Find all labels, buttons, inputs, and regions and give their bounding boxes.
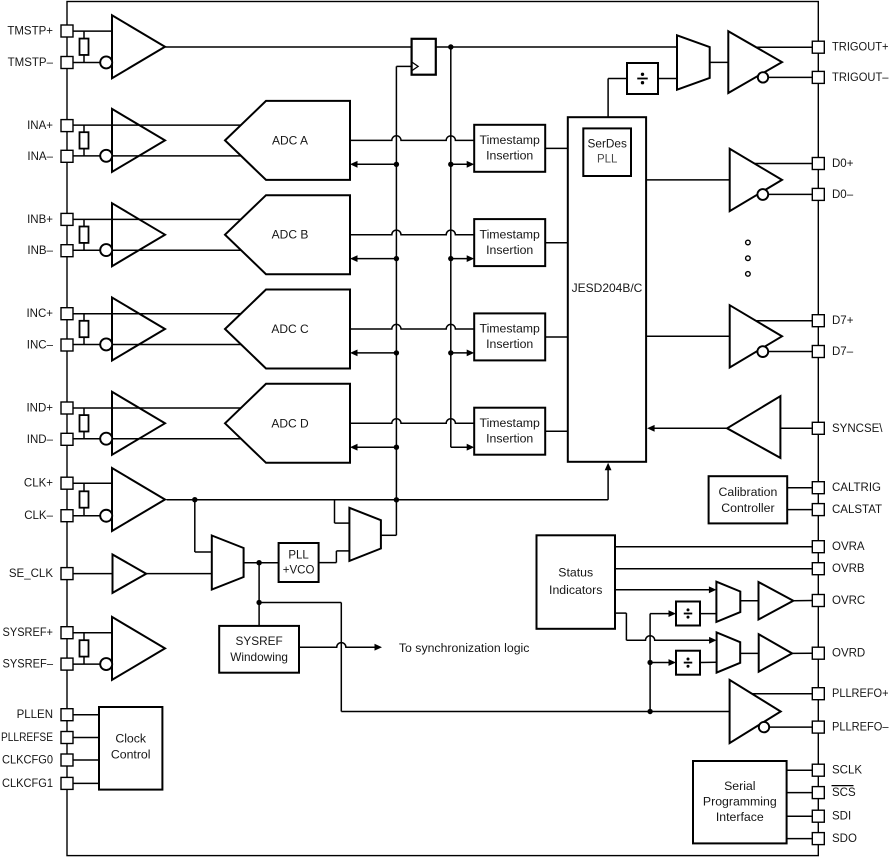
svg-text:Serial: Serial (724, 779, 755, 793)
svg-text:Insertion: Insertion (486, 337, 533, 351)
svg-text:SYSREF–: SYSREF– (3, 659, 54, 671)
svg-text:INA–: INA– (27, 151, 53, 163)
svg-text:D7+: D7+ (832, 315, 854, 327)
svg-text:INC+: INC+ (26, 308, 53, 320)
svg-text:Status: Status (558, 566, 593, 580)
svg-text:Insertion: Insertion (486, 243, 533, 257)
svg-text:Clock: Clock (115, 732, 147, 746)
svg-text:PLLREFO–: PLLREFO– (832, 722, 889, 734)
svg-text:CALTRIG: CALTRIG (832, 482, 881, 494)
svg-text:TRIGOUT–: TRIGOUT– (832, 72, 889, 84)
svg-text:OVRC: OVRC (832, 595, 865, 607)
svg-text:SerDes: SerDes (588, 136, 627, 150)
svg-text:PLLREFSE: PLLREFSE (1, 732, 53, 744)
svg-text:PLL: PLL (288, 549, 309, 561)
svg-text:Calibration: Calibration (719, 485, 778, 499)
svg-text:IND–: IND– (27, 434, 54, 446)
svg-text:CLKCFG1: CLKCFG1 (2, 778, 53, 790)
svg-text:Interface: Interface (716, 810, 764, 824)
svg-text:SDO: SDO (832, 833, 857, 845)
svg-text:INA+: INA+ (27, 120, 53, 132)
svg-text:CALSTAT: CALSTAT (832, 504, 882, 516)
svg-text:PLLEN: PLLEN (17, 709, 53, 721)
svg-text:SE_CLK: SE_CLK (9, 568, 53, 580)
svg-text:D7–: D7– (832, 346, 854, 358)
svg-text:D0–: D0– (832, 189, 854, 201)
svg-text:D0+: D0+ (832, 158, 854, 170)
svg-text:OVRB: OVRB (832, 563, 865, 575)
svg-text:ADC C: ADC C (271, 322, 309, 336)
svg-text:INB–: INB– (27, 245, 53, 257)
svg-text:PLL: PLL (597, 154, 618, 166)
svg-text:CLK+: CLK+ (24, 478, 53, 490)
svg-text:Control: Control (111, 748, 151, 762)
svg-text:Indicators: Indicators (549, 583, 602, 597)
svg-text:ADC D: ADC D (271, 416, 309, 430)
svg-text:To synchronization logic: To synchronization logic (399, 641, 530, 655)
svg-text:IND+: IND+ (26, 403, 53, 415)
svg-text:JESD204B/C: JESD204B/C (572, 281, 643, 295)
svg-text:PLLREFO+: PLLREFO+ (832, 688, 889, 700)
svg-text:OVRD: OVRD (832, 648, 865, 660)
svg-text:SCLK: SCLK (832, 765, 862, 777)
svg-text:Windowing: Windowing (230, 650, 288, 664)
svg-text:SYNCSE\: SYNCSE\ (832, 423, 883, 435)
svg-text:CLKCFG0: CLKCFG0 (2, 755, 53, 767)
svg-text:Timestamp: Timestamp (480, 227, 541, 241)
svg-text:+VCO: +VCO (283, 565, 315, 577)
svg-text:OVRA: OVRA (832, 541, 865, 553)
svg-text:INC–: INC– (27, 340, 54, 352)
svg-text:Timestamp: Timestamp (480, 322, 541, 336)
svg-text:Programming: Programming (703, 795, 777, 809)
svg-text:Insertion: Insertion (486, 149, 533, 163)
svg-text:ADC A: ADC A (272, 133, 308, 147)
svg-text:Insertion: Insertion (486, 432, 533, 446)
svg-text:SDI: SDI (832, 811, 851, 823)
svg-text:Controller: Controller (721, 501, 774, 515)
svg-text:TRIGOUT+: TRIGOUT+ (832, 42, 889, 54)
svg-text:TMSTP–: TMSTP– (8, 57, 54, 69)
svg-text:Timestamp: Timestamp (480, 416, 541, 430)
svg-text:TMSTP+: TMSTP+ (7, 26, 53, 38)
svg-text:INB+: INB+ (27, 214, 53, 226)
svg-text:SYSREF: SYSREF (235, 634, 282, 648)
svg-text:SCS: SCS (832, 787, 856, 799)
svg-text:SYSREF+: SYSREF+ (3, 627, 54, 639)
svg-text:Timestamp: Timestamp (480, 133, 541, 147)
svg-text:CLK–: CLK– (24, 510, 53, 522)
svg-text:ADC B: ADC B (272, 228, 309, 242)
